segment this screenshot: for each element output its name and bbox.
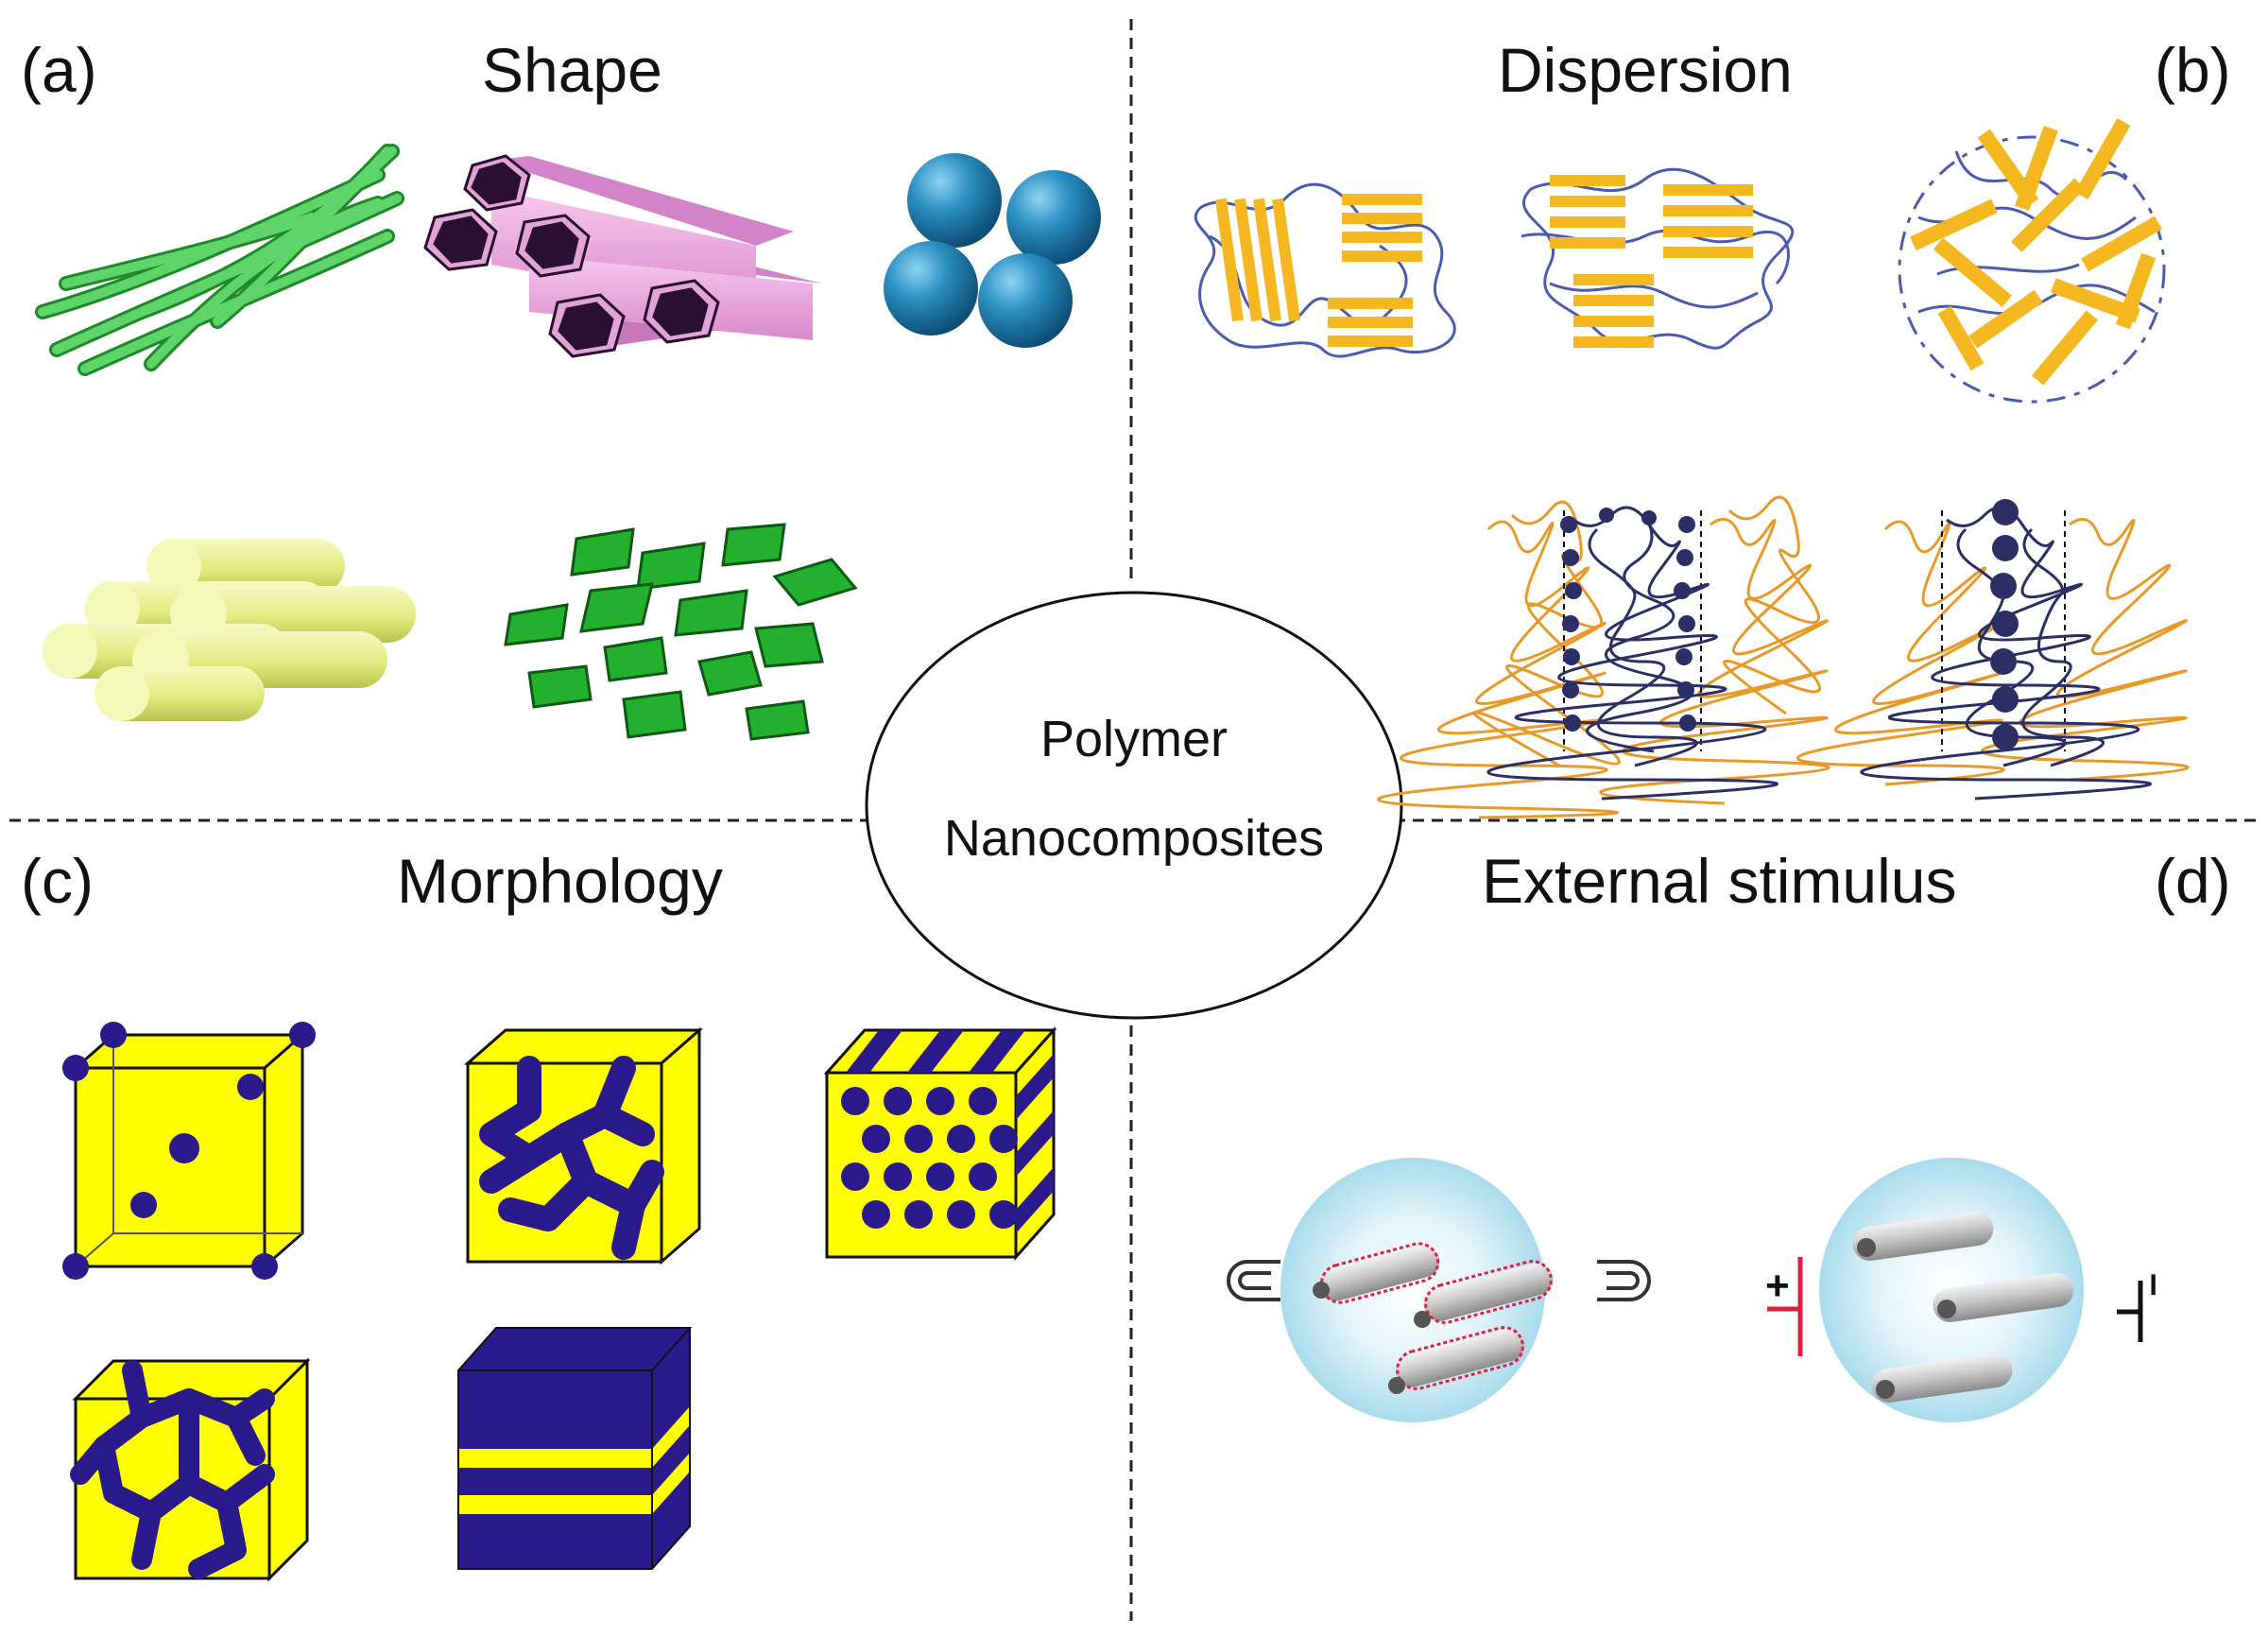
lamellar-morphology-cube [457, 1327, 693, 1570]
network-morphology-cube [70, 1357, 311, 1582]
negative-electrode [2117, 1281, 2143, 1342]
intercalated-dispersion [1521, 167, 1795, 350]
block-copolymer-dispersion-large [1796, 499, 2190, 801]
center-line-1: Polymer [1040, 711, 1228, 767]
panel-b-letter: (b) [2155, 35, 2231, 105]
magnet-icon-right [1597, 1260, 1651, 1301]
panel-d-title: External stimulus [1482, 846, 1957, 916]
panel-b-title: Dispersion [1498, 35, 1793, 105]
magnet-icon-left [1227, 1260, 1280, 1301]
panel-a-letter: (a) [21, 35, 97, 105]
panel-c-title: Morphology [397, 846, 723, 916]
panel-c-letter: (c) [21, 846, 94, 916]
electric-field-setup [1767, 1158, 2143, 1422]
block-copolymer-dispersion-small [1377, 495, 1830, 819]
phase-separated-dispersion [1194, 182, 1456, 358]
positive-electrode [1767, 1257, 1803, 1356]
center-ellipse [865, 591, 1403, 1020]
nanospheres-illustration [884, 153, 1101, 348]
magnetic-field-setup [1227, 1158, 1651, 1422]
minus-sign: – [2133, 1273, 2179, 1296]
exfoliated-dispersion [1898, 118, 2166, 404]
gyroid-morphology-cube [464, 1026, 703, 1266]
plus-sign: + [1765, 1263, 1790, 1309]
fibers-illustration [35, 144, 404, 376]
panel-a-title: Shape [482, 35, 662, 105]
center-line-2: Nanocomposites [944, 810, 1324, 867]
spherical-morphology-cube [62, 1022, 316, 1280]
hollow-tubes-illustration [423, 154, 822, 358]
nanorods-illustration [43, 539, 416, 721]
cylindrical-morphology-cube [823, 1026, 1057, 1261]
nanoplatelets-illustration [504, 523, 858, 741]
panel-d-letter: (d) [2155, 846, 2231, 916]
